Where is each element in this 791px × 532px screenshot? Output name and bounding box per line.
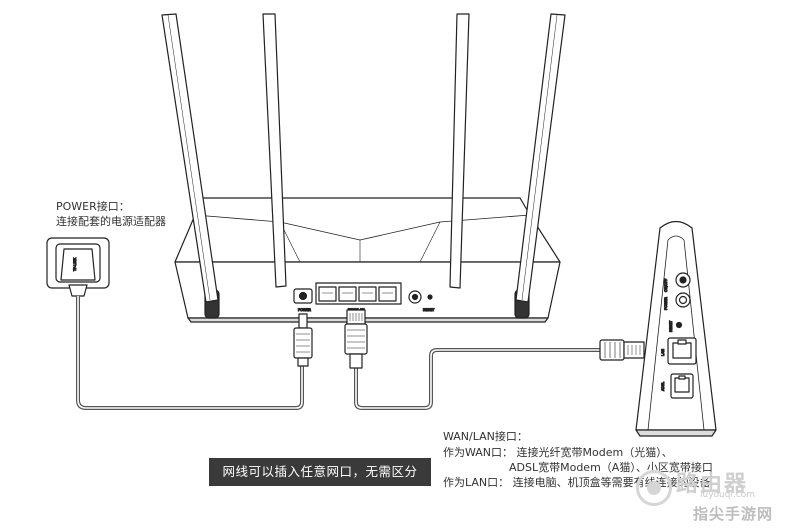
dc-plug bbox=[293, 313, 313, 367]
watermark-sub: 指尖手游网 bbox=[693, 505, 774, 523]
power-port-desc: 连接配套的电源适配器 bbox=[56, 215, 166, 228]
watermark-logo-icon bbox=[636, 470, 672, 506]
modem-label-onoff: ON/OFF bbox=[664, 279, 668, 292]
adapter-brand-label: TP-LINK bbox=[73, 257, 77, 272]
wan-lan-title: WAN/LAN接口： bbox=[443, 430, 528, 443]
port-hint-banner: 网线可以插入任意网口，无需区分 bbox=[209, 458, 431, 486]
modem-label-reset: RESET bbox=[669, 320, 673, 332]
power-port-title: POWER接口： bbox=[56, 200, 130, 213]
router-label-reset: RESET bbox=[423, 308, 435, 312]
wan-lan-line-2: ADSL宽带Modem（A猫）、小区宽带接口 bbox=[509, 461, 713, 474]
antennas bbox=[161, 13, 566, 303]
modem bbox=[635, 220, 717, 437]
router bbox=[174, 197, 561, 323]
wan-lan-line-1: 作为WAN口： 连接光纤宽带Modem（光猫）、 bbox=[443, 446, 673, 459]
rj45-plug-router bbox=[344, 309, 368, 369]
modem-reset-hole bbox=[675, 321, 683, 329]
watermark-url: luyouqi.com bbox=[700, 490, 756, 500]
rj45-plug-modem bbox=[599, 339, 645, 361]
power-adapter bbox=[46, 237, 110, 297]
modem-label-power: POWER bbox=[664, 296, 668, 310]
modem-label-adsl: ADSL bbox=[661, 382, 665, 391]
modem-label-lan: LAN bbox=[661, 349, 665, 356]
watermark-main: 路由器 bbox=[676, 472, 749, 497]
router-label-power: POWER bbox=[298, 308, 312, 312]
router-wan-lan-ports bbox=[315, 282, 402, 305]
